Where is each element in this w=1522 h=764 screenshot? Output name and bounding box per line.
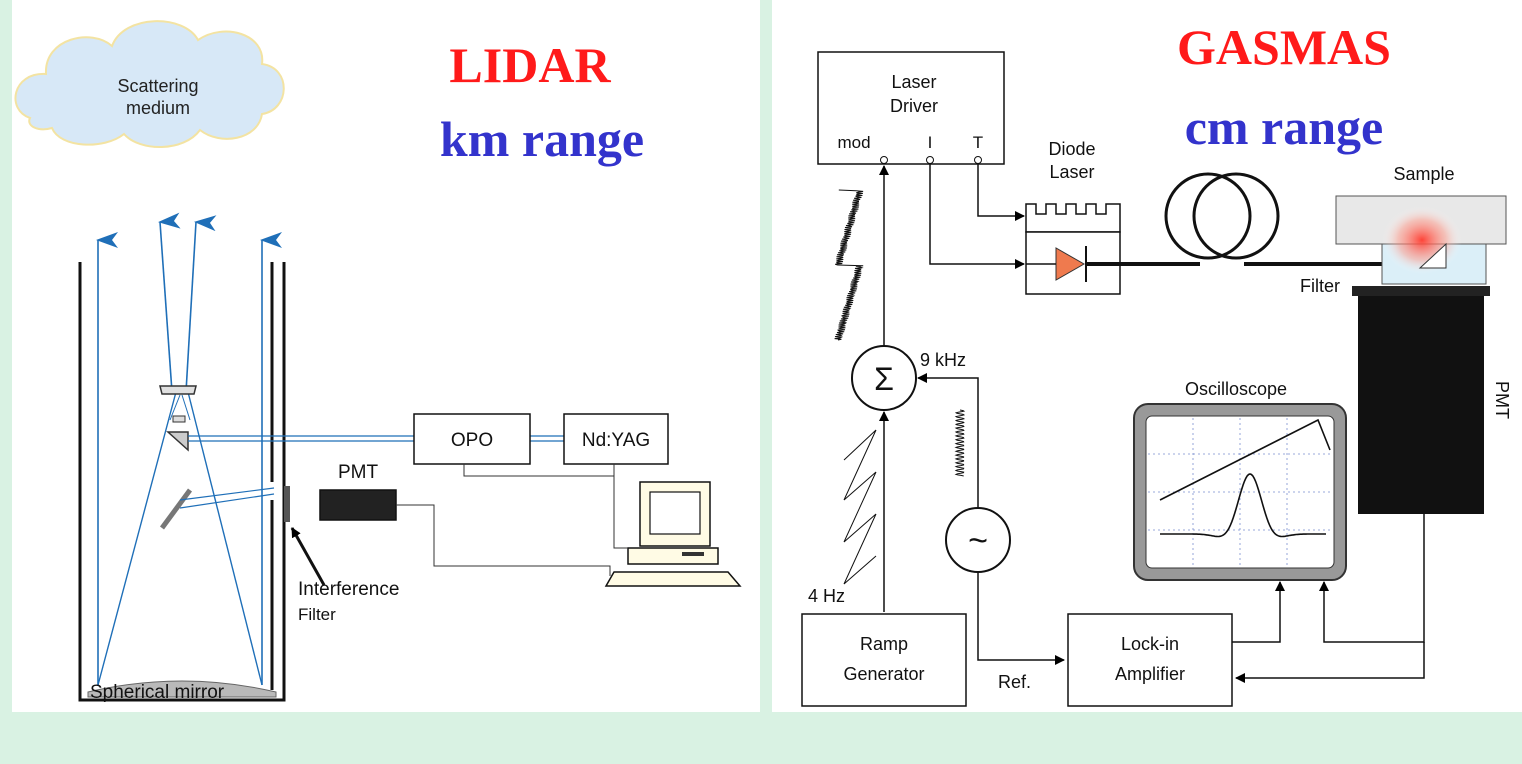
ndyag-label: Nd:YAG (582, 430, 650, 451)
sawtooth-waveform (843, 429, 877, 585)
lens-ray-a (169, 394, 181, 421)
modulated-signal-waveform (834, 189, 864, 341)
ndyag-box (563, 413, 669, 465)
detector-ray-a (179, 487, 275, 501)
opo-box (413, 413, 531, 465)
laser-driver-label-2: Driver (890, 96, 938, 116)
spherical-mirror-label: Spherical mirror (90, 682, 225, 703)
diagonal-mirror (159, 488, 193, 530)
gasmas-pmt (1358, 286, 1484, 514)
outgoing-beam-2 (185, 215, 217, 393)
interference-pointer (290, 527, 326, 586)
outgoing-beam-1 (158, 212, 181, 393)
opo-label: OPO (451, 430, 493, 451)
summing-junction (851, 345, 917, 411)
freq-9khz-label: 9 kHz (920, 350, 966, 370)
scattering-medium-cloud (14, 20, 285, 148)
cloud-label-2: medium (126, 98, 190, 118)
port-mod-connector (880, 156, 888, 164)
port-t-label: T (973, 133, 983, 152)
ramp-label-1: Ramp (860, 634, 908, 654)
laser-driver-label-1: Laser (891, 72, 936, 92)
ref-label: Ref. (998, 672, 1031, 692)
diode-label-2: Laser (1049, 162, 1094, 182)
lockin-to-scope-line (1232, 581, 1285, 643)
pmt-to-lockin-line (1235, 642, 1425, 683)
interference-label-1: Interference (298, 579, 399, 600)
laser-driver-box (817, 51, 1005, 165)
port-mod-label: mod (837, 133, 870, 152)
gasmas-pmt-label: PMT (1492, 381, 1512, 419)
interference-filter (284, 486, 290, 522)
small-lens (172, 415, 186, 423)
detector-ray-b (179, 493, 275, 509)
ref-line (977, 572, 1065, 665)
gasmas-title: GASMAS (1177, 19, 1391, 75)
freq-4hz-label: 4 Hz (808, 586, 845, 606)
sample-prism (1418, 242, 1447, 269)
expansion-lens (159, 385, 197, 395)
pmt-to-scope-line (1319, 514, 1425, 643)
lidar-range-title: km range (440, 111, 644, 167)
scattering-glow (1382, 206, 1462, 274)
current-line (929, 164, 1025, 269)
gasmas-range-title: cm range (1185, 99, 1384, 155)
lockin-label-2: Amplifier (1115, 664, 1185, 684)
lidar-title: LIDAR (449, 37, 611, 93)
lidar-pmt-label: PMT (338, 462, 379, 483)
port-t-connector (974, 156, 982, 164)
port-i-label: I (928, 133, 933, 152)
focus-ray-left (97, 391, 177, 686)
sine-waveform-9khz (954, 409, 966, 477)
lidar-pmt (319, 489, 397, 521)
filter-label: Filter (1300, 276, 1340, 296)
sine-to-sum-line (917, 373, 979, 520)
oscilloscope-grid (1148, 418, 1332, 566)
lockin-label-1: Lock-in (1121, 634, 1179, 654)
diode-label-1: Diode (1048, 139, 1095, 159)
fiber-coil-1 (1164, 172, 1252, 260)
sine-symbol: ~ (968, 522, 988, 560)
ramp-label-2: Generator (843, 664, 924, 684)
oscilloscope-label: Oscilloscope (1185, 379, 1287, 399)
port-i-connector (926, 156, 934, 164)
spherical-mirror (87, 680, 277, 698)
lockin-amplifier-box (1067, 613, 1233, 707)
gasmas-pmt-cap (1352, 286, 1490, 296)
temperature-line (977, 164, 1025, 221)
diode-heatsink (1025, 203, 1121, 233)
fiber-coil-2 (1192, 172, 1280, 260)
telescope-tube (78, 262, 286, 702)
sample-label: Sample (1393, 164, 1454, 184)
interference-label-2: Filter (298, 605, 336, 624)
computer-icon (604, 481, 742, 587)
sigma-symbol: Σ (874, 361, 894, 397)
scope-ramp-trace (1159, 418, 1331, 501)
scope-derivative-trace (1160, 473, 1326, 538)
pmt-cable (396, 504, 611, 576)
ramp-generator-box (801, 613, 967, 707)
lens-ray-b (181, 394, 191, 421)
cloud-label-1: Scattering (117, 76, 198, 96)
